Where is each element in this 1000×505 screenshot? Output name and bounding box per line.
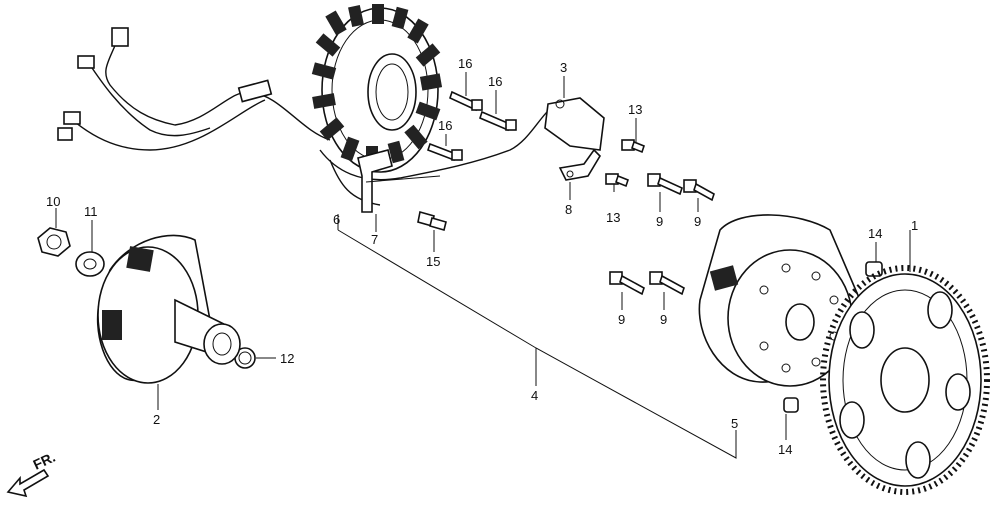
- bolt-15: [417, 210, 447, 231]
- callout-13: 13: [628, 102, 642, 117]
- callout-11: 11: [84, 204, 98, 219]
- stator-bracket: [357, 149, 393, 213]
- bolt-16: [426, 142, 463, 162]
- screw-13: [605, 173, 629, 188]
- starter-clutch: [96, 234, 241, 384]
- callout-13: 13: [606, 210, 620, 225]
- flywheel: [698, 214, 861, 387]
- callout-9: 9: [694, 214, 701, 229]
- callout-16: 16: [488, 74, 502, 89]
- bolt-9: [683, 179, 715, 202]
- callout-9: 9: [656, 214, 663, 229]
- front-arrow-icon: [6, 468, 50, 498]
- callout-6: 6: [333, 212, 340, 227]
- callout-1: 1: [911, 218, 918, 233]
- callout-3: 3: [560, 60, 567, 75]
- callout-2: 2: [153, 412, 160, 427]
- starter-driven-gear: [820, 265, 990, 495]
- wiring-harness: [57, 27, 556, 206]
- bolt-16: [449, 90, 483, 112]
- bolt-9: [649, 271, 685, 296]
- callout-7: 7: [371, 232, 378, 247]
- callout-8: 8: [565, 202, 572, 217]
- callout-14: 14: [868, 226, 882, 241]
- callout-16: 16: [458, 56, 472, 71]
- callout-10: 10: [46, 194, 60, 209]
- nut-10: [37, 227, 71, 257]
- connector-plug: [111, 27, 129, 47]
- pickup-bracket: [558, 148, 602, 181]
- washer-11: [75, 251, 105, 277]
- callout-4: 4: [531, 388, 538, 403]
- connector-plug: [63, 111, 81, 125]
- leader-lines: [55, 72, 911, 459]
- pulser-coil: [544, 97, 605, 151]
- screw-13: [621, 139, 645, 154]
- front-direction-indicator: FR.: [6, 449, 58, 498]
- callout-9: 9: [660, 312, 667, 327]
- callout-15: 15: [426, 254, 440, 269]
- connector-plug: [57, 127, 73, 141]
- bolt-9: [609, 271, 645, 296]
- callout-14: 14: [778, 442, 792, 457]
- harness-clamp: [237, 79, 273, 103]
- callout-12: 12: [280, 351, 294, 366]
- callout-16: 16: [438, 118, 452, 133]
- connector-plug: [77, 55, 95, 69]
- callout-5: 5: [731, 416, 738, 431]
- front-direction-label: FR.: [31, 449, 58, 473]
- stator: [311, 4, 443, 173]
- callout-9: 9: [618, 312, 625, 327]
- bolt-9: [647, 173, 683, 196]
- bolt-16: [479, 110, 517, 132]
- dowel-pin: [783, 397, 799, 413]
